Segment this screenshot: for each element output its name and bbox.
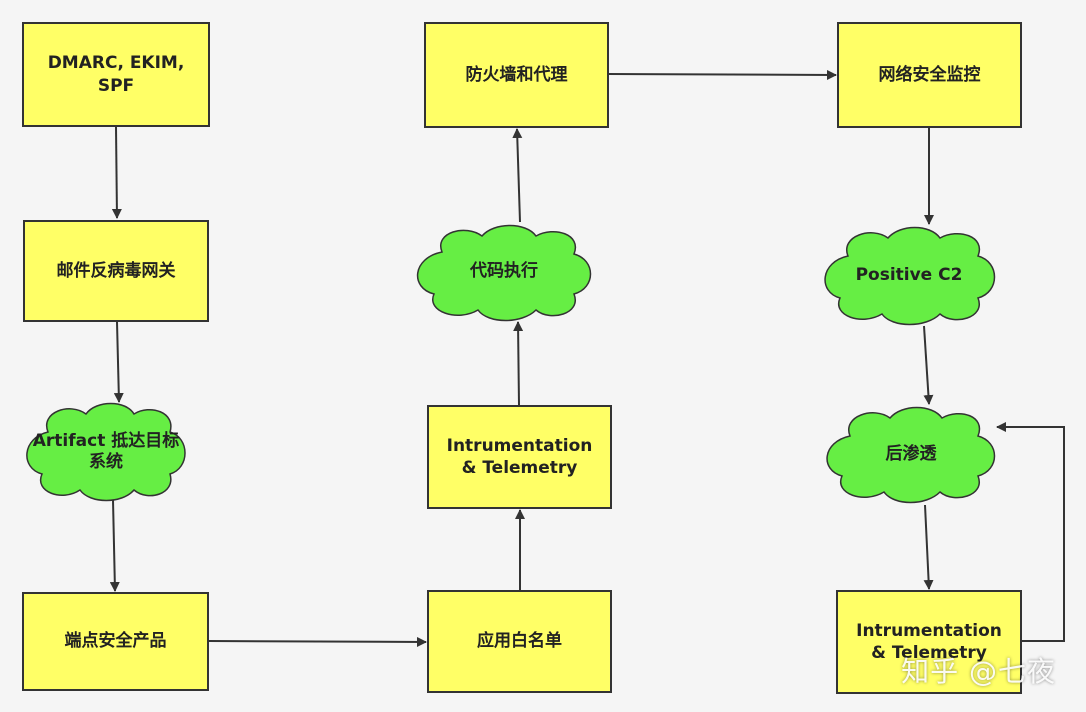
arrow-c2-to-post: [923, 325, 934, 405]
code-exec-cloud: 代码执行: [408, 222, 600, 322]
positive-c2-label: Positive C2: [855, 265, 963, 286]
instrumentation-label-right: Intrumentation & Telemetry: [856, 620, 1002, 663]
code-exec-label: 代码执行: [470, 261, 538, 282]
mail-gateway-box: 邮件反病毒网关: [23, 220, 209, 322]
whitelist-box: 应用白名单: [427, 590, 612, 693]
arrow-endpoint-to-whitelist: [208, 636, 427, 647]
post-exploit-cloud: 后渗透: [820, 404, 1002, 506]
arrow-post-to-instr: [923, 504, 934, 590]
endpoint-label: 端点安全产品: [64, 631, 167, 652]
arrow-dmarc-to-gateway: [111, 126, 122, 219]
dmarc-label: DMARC, EKIM, SPF: [47, 53, 185, 96]
firewall-box: 防火墙和代理: [424, 22, 609, 128]
instrumentation-label-middle: Intrumentation & Telemetry: [446, 435, 593, 478]
whitelist-label: 应用白名单: [477, 631, 562, 652]
arrow-artifact-to-endpoint: [109, 499, 120, 592]
dmarc-box: DMARC, EKIM, SPF: [22, 22, 210, 127]
watermark: 知乎 @七夜: [901, 655, 1056, 688]
artifact-label: Artifact 抵达目标 系统: [32, 430, 180, 472]
artifact-cloud: Artifact 抵达目标 系统: [18, 398, 194, 506]
mail-gateway-label: 邮件反病毒网关: [56, 260, 176, 281]
endpoint-box: 端点安全产品: [22, 592, 209, 691]
instrumentation-box-right: Intrumentation & Telemetry: [836, 590, 1022, 694]
post-exploit-label: 后渗透: [885, 444, 937, 465]
positive-c2-cloud: Positive C2: [816, 224, 1002, 328]
instrumentation-box-middle: Intrumentation & Telemetry: [427, 405, 612, 509]
arrow-gateway-to-artifact: [113, 321, 124, 403]
arrow-instr-loop-to-post: [996, 422, 1065, 642]
netmon-label: 网络安全监控: [878, 64, 981, 85]
arrow-instr-to-codeexec: [513, 321, 524, 406]
firewall-label: 防火墙和代理: [465, 64, 568, 85]
netmon-box: 网络安全监控: [837, 22, 1022, 128]
arrow-codeexec-to-firewall: [512, 128, 523, 223]
arrow-firewall-to-netmon: [607, 69, 837, 80]
